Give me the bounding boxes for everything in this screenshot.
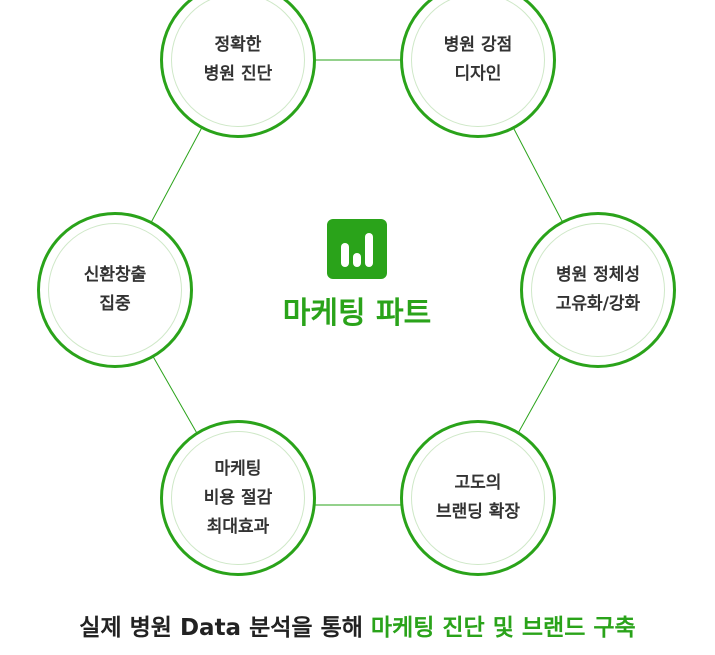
node-bottom-right: 고도의 브랜딩 확장 [400, 420, 556, 576]
node-left: 신환창출 집중 [37, 212, 193, 368]
node-inner-ring: 마케팅 비용 절감 최대효과 [171, 431, 305, 565]
node-top-right: 병원 강점 디자인 [400, 0, 556, 138]
node-inner-ring: 병원 정체성 고유화/강화 [531, 223, 665, 357]
node-right: 병원 정체성 고유화/강화 [520, 212, 676, 368]
node-label: 집중 [99, 294, 131, 314]
node-label: 정확한 [214, 35, 262, 55]
node-label: 브랜딩 확장 [435, 502, 521, 522]
node-inner-ring: 병원 강점 디자인 [411, 0, 545, 127]
center-title: 마케팅 파트 [282, 296, 432, 331]
bar-chart-icon [327, 219, 387, 279]
caption-highlight: 마케팅 진단 및 브랜드 구축 [370, 615, 636, 641]
node-label: 고도의 [454, 473, 502, 493]
node-label: 최대효과 [206, 516, 270, 537]
node-label: 병원 정체성 [555, 265, 641, 285]
caption-prefix: 실제 병원 Data 분석을 통해 [79, 615, 371, 641]
node-top-left: 정확한 병원 진단 [160, 0, 316, 138]
node-label: 마케팅 [214, 458, 262, 479]
node-label: 디자인 [454, 64, 502, 84]
node-inner-ring: 신환창출 집중 [48, 223, 182, 357]
hexagon-diagram: 정확한 병원 진단 병원 강점 디자인 병원 정체성 고유화/강화 고도의 브랜… [37, 0, 676, 576]
node-label: 비용 절감 [203, 487, 273, 508]
node-label: 신환창출 [83, 265, 147, 285]
node-inner-ring: 정확한 병원 진단 [171, 0, 305, 127]
node-label: 병원 진단 [203, 64, 273, 84]
node-label: 병원 강점 [443, 35, 513, 55]
node-inner-ring: 고도의 브랜딩 확장 [411, 431, 545, 565]
caption: 실제 병원 Data 분석을 통해 마케팅 진단 및 브랜드 구축 [0, 608, 715, 648]
node-bottom-left: 마케팅 비용 절감 최대효과 [160, 420, 316, 576]
node-label: 고유화/강화 [555, 294, 641, 314]
